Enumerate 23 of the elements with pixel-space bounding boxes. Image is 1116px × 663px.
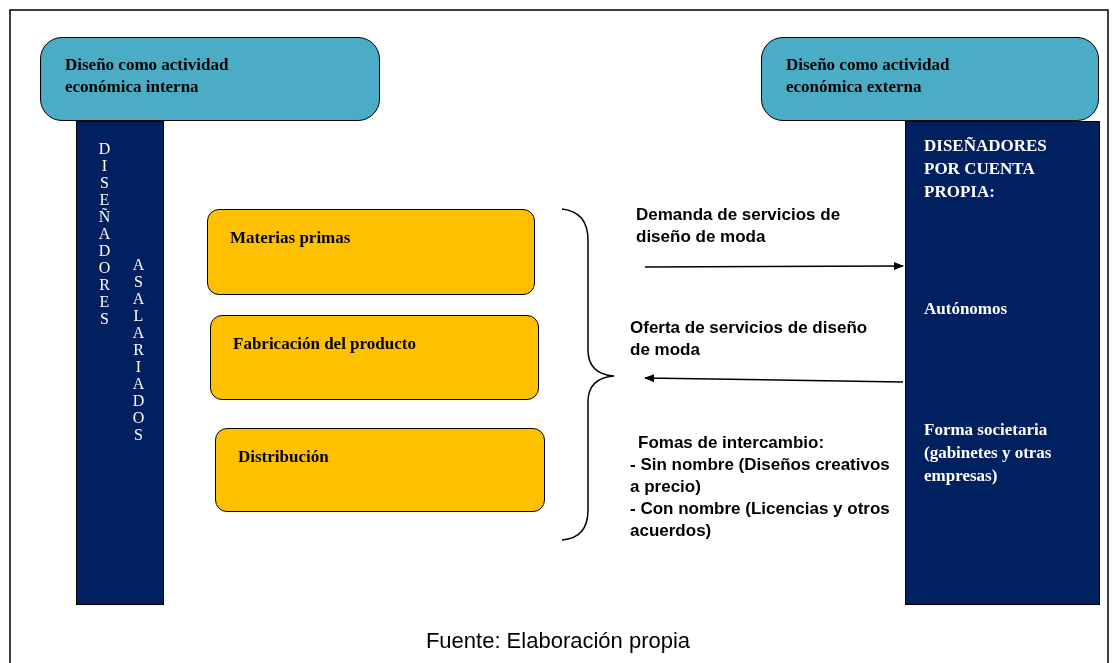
column-item: Forma societaria (gabinetes y otras empresas) [924, 419, 1053, 487]
vertical-label: DISEÑADORES [95, 140, 113, 327]
process-box [210, 315, 539, 400]
caption: Fuente: Elaboración propia [424, 628, 692, 654]
process-box [207, 209, 535, 295]
heading-box: Diseño como actividad económica interna [40, 37, 380, 121]
vertical-label: ASALARIADOS [129, 256, 147, 443]
arrow [644, 262, 904, 271]
column-panel [76, 121, 164, 605]
column-item: Autónomos [924, 298, 1009, 320]
column-heading: DISEÑADORES POR CUENTA PROPIA: [924, 135, 1048, 203]
note-text: - Con nombre (Licencias y otros acuerdos) [630, 498, 891, 542]
heading-box: Diseño como actividad económica externa [761, 37, 1099, 121]
arrow [644, 374, 904, 383]
process-box [215, 428, 545, 512]
column-panel [905, 121, 1100, 605]
edge-label: Oferta de servicios de diseño de moda [630, 317, 869, 361]
box-label: Materias primas [230, 228, 351, 248]
box-label: Distribución [238, 447, 329, 467]
note-text: Fomas de intercambio: [637, 432, 826, 454]
box-label: Fabricación del producto [233, 334, 416, 354]
edge-label: Demanda de servicios de diseño de moda [636, 204, 842, 248]
note-text: - Sin nombre (Diseños creativos a precio) [630, 454, 891, 498]
